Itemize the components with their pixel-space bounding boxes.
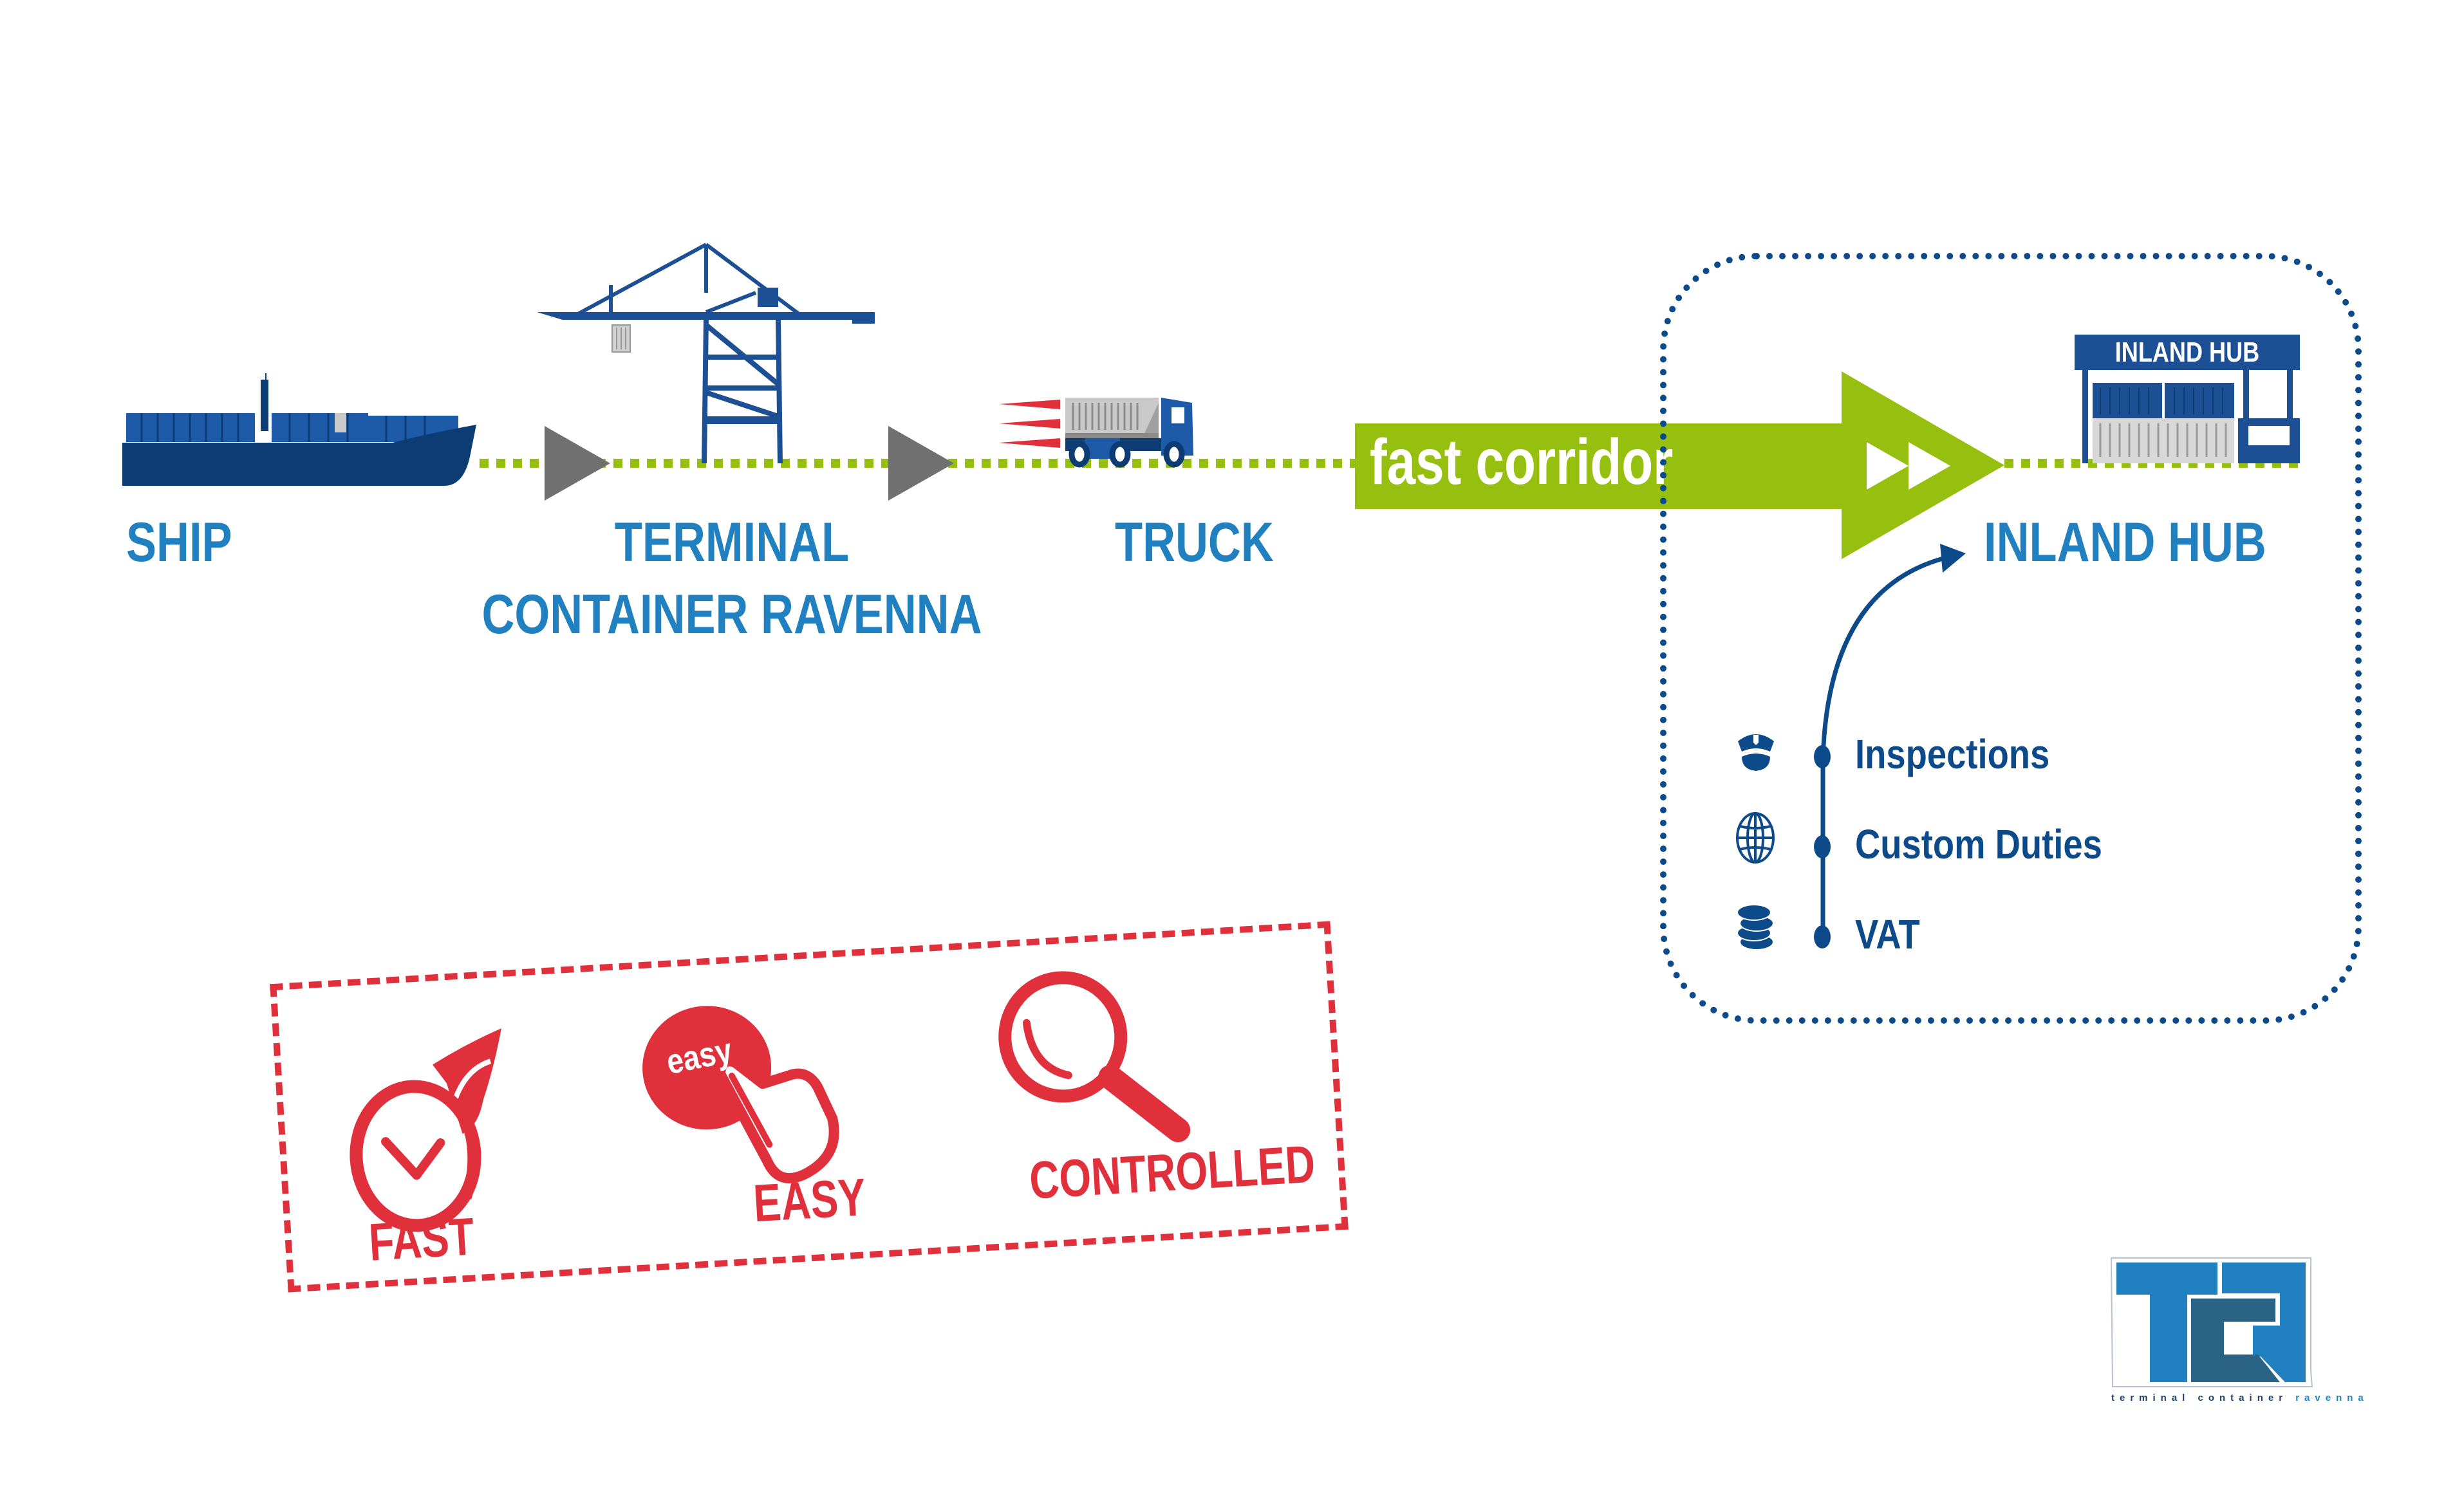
flow-arrow-1-icon [545,426,610,501]
magnifying-glass-icon [998,971,1191,1143]
fast-forward-icon [1867,442,1950,490]
inland-hub-sign-text: INLAND HUB [2114,337,2260,368]
logo-tagline-part2: ravenna [2295,1392,2369,1403]
globe-icon [1736,812,1775,864]
hub-service-item: Inspections [1731,721,2182,791]
stage-label-truck: TRUCK [1115,512,1274,573]
flow-arrow-2-icon [888,426,954,501]
hub-service-label: Custom Duties [1855,821,2102,867]
stage-label-ship: SHIP [126,512,232,573]
coin-stack-icon [1737,904,1774,950]
stage-inland-hub [2075,335,2300,463]
inland-hub-region [1660,253,2362,1024]
fast-corridor-arrow [1355,371,2004,559]
stage-ship [122,373,483,486]
timeline-dot [1814,835,1831,858]
hub-service-label: Inspections [1855,731,2050,777]
stage-label-inland-hub: INLAND HUB [1984,512,2266,573]
benefits-stamp: FAST easy EASY CONTROLLED [270,921,1349,1293]
tcr-logo-mark [2110,1257,2313,1387]
hub-service-item: Custom Duties [1731,811,2182,882]
stage-label-terminal-line1: TERMINAL [614,512,850,573]
services-curved-arrow [1820,544,1966,760]
container-truck-icon [999,398,1193,468]
timeline-dot [1814,745,1831,768]
inland-hub-building-icon [2075,335,2300,463]
corridor-label: fast corridor [1370,426,1674,498]
benefit-label-fast: FAST [367,1207,476,1272]
stage-truck [999,398,1295,468]
hub-service-label: VAT [1855,911,1920,957]
flaming-clock-icon [350,1028,501,1232]
benefit-label-easy: EASY [752,1168,868,1234]
stage-terminal [537,241,875,464]
port-crane-icon [537,243,875,464]
tcr-logo: terminal container ravenna [2110,1255,2364,1409]
easy-button-press-icon [642,1006,839,1183]
logo-tagline-part1: terminal container [2111,1392,2288,1403]
stage-label-terminal-line2: CONTAINER RAVENNA [481,584,982,645]
container-ship-icon [122,373,476,486]
hub-service-item: VAT [1731,901,2182,972]
timeline-dot [1814,925,1831,948]
logo-tagline: terminal container ravenna [2111,1393,2369,1403]
customs-officer-cap-icon [1738,734,1774,771]
